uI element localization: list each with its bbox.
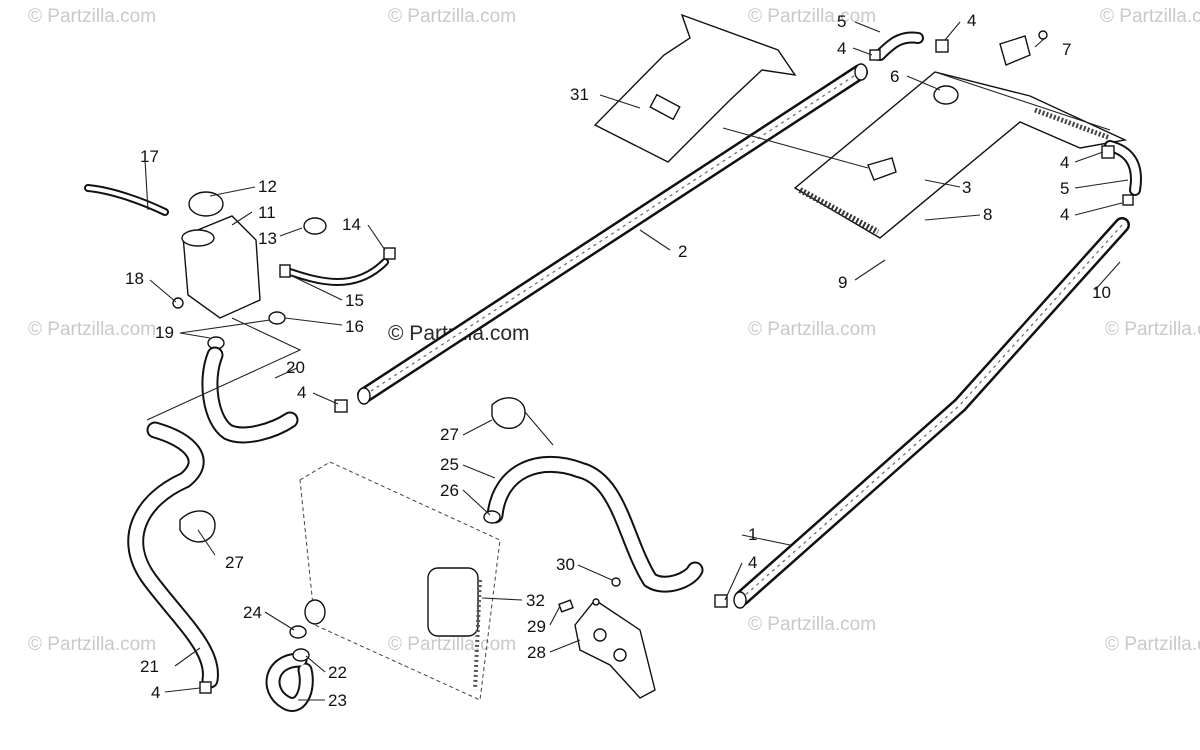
callout-1: 1 xyxy=(748,525,757,544)
callout-14: 14 xyxy=(342,215,361,234)
callout-20: 20 xyxy=(286,358,305,377)
watermark: © Partzilla.com xyxy=(388,634,516,655)
callout-16: 16 xyxy=(345,317,364,336)
callout-26: 26 xyxy=(440,481,459,500)
watermark: © Partzilla.com xyxy=(1105,634,1200,655)
watermark: © Partzilla.com xyxy=(1100,6,1200,27)
right-cooler-tube-part xyxy=(714,217,1130,609)
callout-27: 27 xyxy=(225,553,244,572)
watermark: © Partzilla.com xyxy=(748,319,876,340)
callout-19: 19 xyxy=(155,323,174,342)
callout-18: 18 xyxy=(125,269,144,288)
coolant-tank-part xyxy=(84,184,396,350)
upper-return-hose-part xyxy=(265,455,704,712)
callout-23: 23 xyxy=(328,691,347,710)
watermark-layer: © Partzilla.com © Partzilla.com © Partzi… xyxy=(28,6,1200,655)
callout-22: 22 xyxy=(328,663,347,682)
heat-exchanger-part xyxy=(793,71,1128,239)
callout-5: 5 xyxy=(1060,179,1069,198)
callout-6: 6 xyxy=(890,67,899,86)
watermark: © Partzilla.com xyxy=(1105,319,1200,340)
top-hose-part xyxy=(869,31,1142,206)
callout-4: 4 xyxy=(151,683,160,702)
callout-3: 3 xyxy=(962,178,971,197)
callout-layer: 1 2 3 4 4 4 4 4 4 4 5 5 6 7 8 9 10 11 12… xyxy=(125,11,1111,710)
callout-15: 15 xyxy=(345,291,364,310)
access-plate-part xyxy=(593,13,797,163)
watermark: © Partzilla.com xyxy=(28,319,156,340)
callout-4: 4 xyxy=(1060,153,1069,172)
radiator-part xyxy=(299,461,501,701)
callout-24: 24 xyxy=(243,603,262,622)
left-cooler-tube-part xyxy=(357,63,868,405)
lower-bracket-part xyxy=(558,577,656,699)
callout-17: 17 xyxy=(140,147,159,166)
watermark: © Partzilla.com xyxy=(748,614,876,635)
callout-11: 11 xyxy=(258,203,276,222)
callout-29: 29 xyxy=(527,617,546,636)
leader-lines xyxy=(144,21,1129,701)
callout-27: 27 xyxy=(440,425,459,444)
callout-12: 12 xyxy=(258,177,277,196)
mount-bracket-part xyxy=(999,30,1048,66)
callout-4: 4 xyxy=(837,39,846,58)
callout-10: 10 xyxy=(1092,283,1111,302)
callout-30: 30 xyxy=(556,555,575,574)
callout-28: 28 xyxy=(527,643,546,662)
callout-4: 4 xyxy=(967,11,976,30)
watermark: © Partzilla.com xyxy=(748,6,876,27)
callout-31: 31 xyxy=(570,85,589,104)
callout-8: 8 xyxy=(983,205,992,224)
callout-25: 25 xyxy=(440,455,459,474)
callout-4: 4 xyxy=(1060,205,1069,224)
callout-4: 4 xyxy=(748,553,757,572)
callout-13: 13 xyxy=(258,229,277,248)
callout-21: 21 xyxy=(140,657,159,676)
callout-2: 2 xyxy=(678,242,687,261)
callout-7: 7 xyxy=(1062,40,1071,59)
watermark: © Partzilla.com xyxy=(28,634,156,655)
callout-5: 5 xyxy=(837,12,846,31)
watermark: © Partzilla.com xyxy=(388,6,516,27)
callout-32: 32 xyxy=(526,591,545,610)
lower-hoses-part xyxy=(127,346,526,694)
callout-4: 4 xyxy=(297,383,306,402)
callout-9: 9 xyxy=(838,273,847,292)
watermark: © Partzilla.com xyxy=(28,6,156,27)
